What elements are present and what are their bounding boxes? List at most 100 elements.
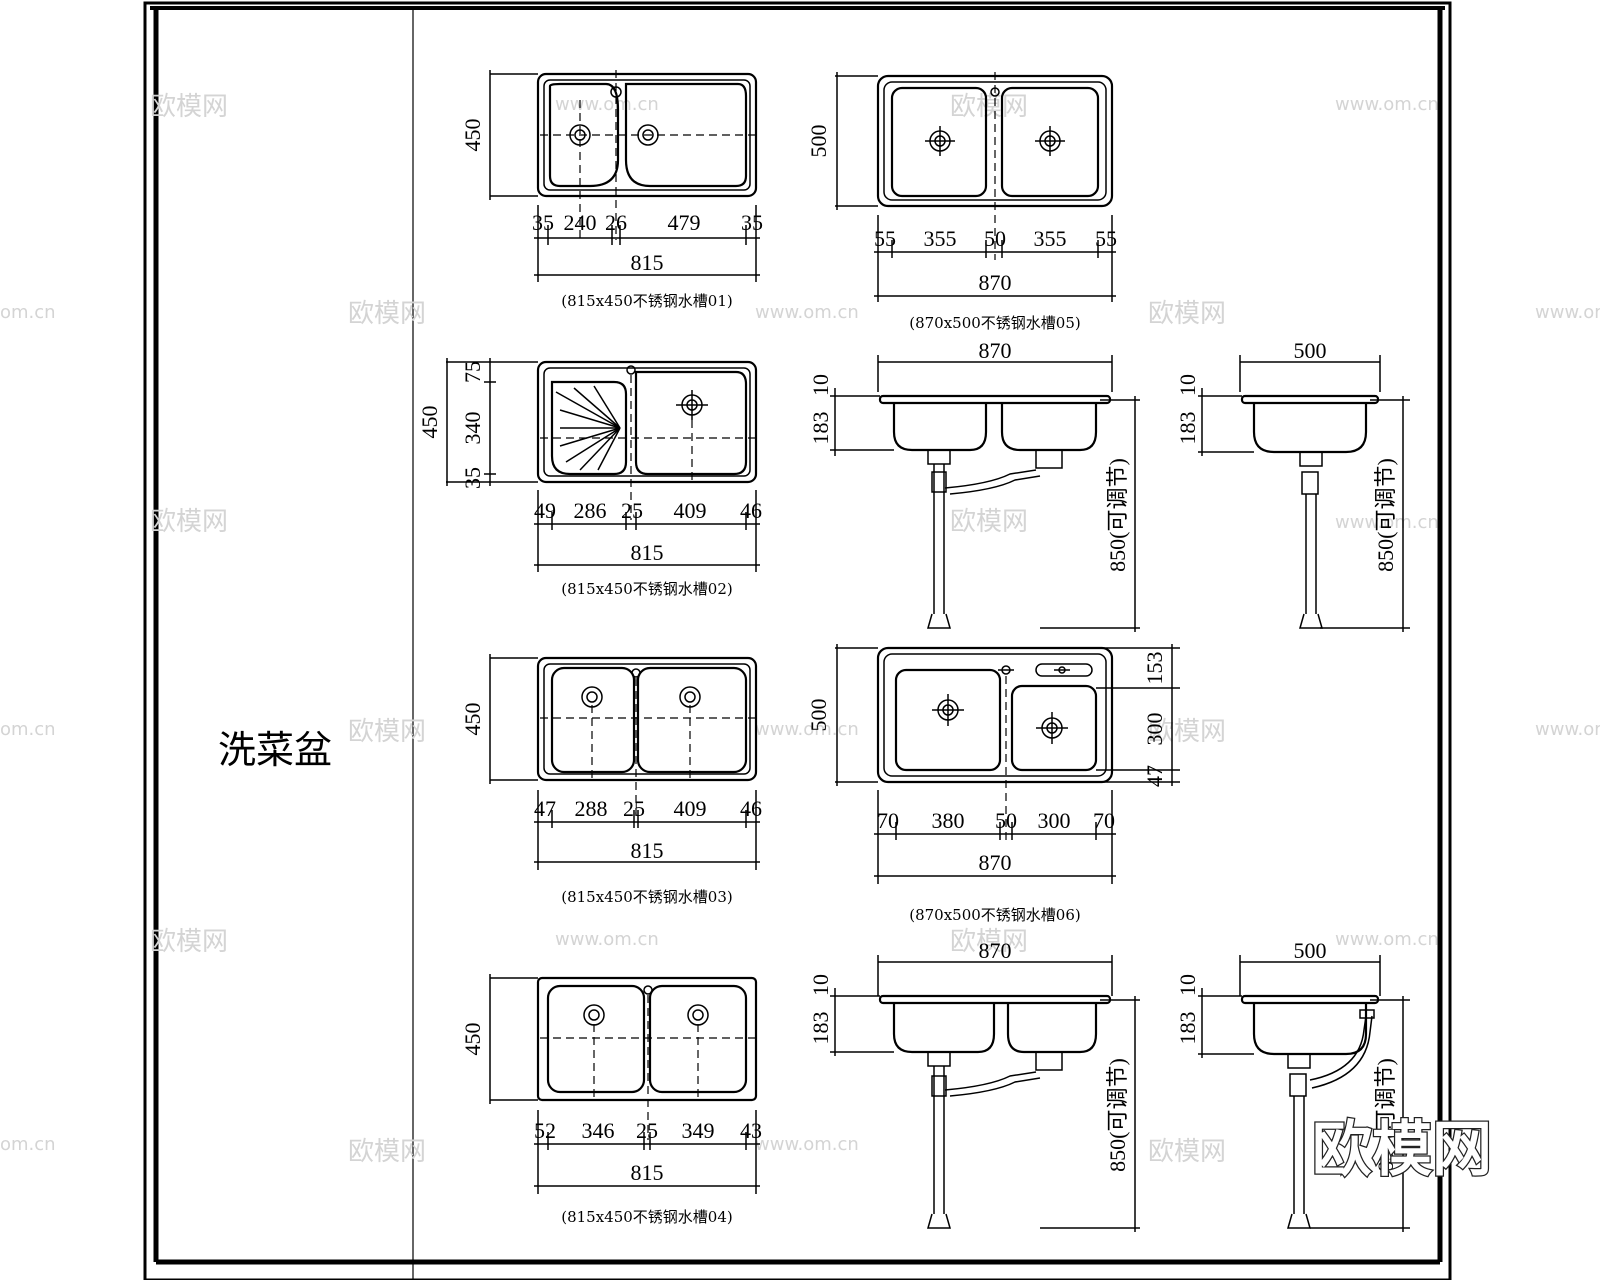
total-width: 815	[631, 540, 664, 565]
watermark-text: 欧模网	[348, 1137, 426, 1167]
side-dim: 300	[1142, 713, 1167, 746]
height-label: 850(可调节)	[1373, 1058, 1398, 1172]
height-label: 850(可调节)	[1105, 458, 1130, 572]
total-width: 815	[631, 250, 664, 275]
total-width: 870	[979, 270, 1012, 295]
watermark-logo: 欧模网	[1312, 1115, 1492, 1185]
elevation-width: 870	[979, 338, 1012, 363]
double-sink-elevation-top: 870 10 183 850(可调节)	[808, 338, 1140, 632]
dim-label: 55	[1095, 226, 1117, 251]
watermark-url: www.om.cn	[1335, 512, 1439, 533]
watermark-text: 欧模网	[150, 507, 228, 537]
side-dim: 75	[460, 361, 485, 383]
dim-label: 286	[574, 498, 607, 523]
watermark-text: 欧模网	[348, 299, 426, 329]
sink-06-plan	[876, 646, 1114, 840]
sink-02-plan	[536, 360, 760, 520]
sink-06-dimensions: 500 153 300 47 70 380 50 300 70 870 (870…	[806, 644, 1180, 924]
watermark-layer: 欧模网 欧模网 欧模网 欧模网 欧模网 欧模网 欧模网 欧模网 欧模网 欧模网 …	[0, 92, 1600, 1167]
elevation-width: 500	[1294, 338, 1327, 363]
rim-dim: 10	[1175, 374, 1200, 396]
side-dim: 35	[460, 467, 485, 489]
dim-label: 300	[1038, 808, 1071, 833]
dim-label: 70	[1093, 808, 1115, 833]
dim-label: 43	[740, 1118, 762, 1143]
watermark-text: 欧模网	[1148, 299, 1226, 329]
watermark-text: 欧模网	[950, 92, 1028, 122]
category-label: 洗菜盆	[218, 728, 332, 772]
height-dim: 500	[806, 125, 831, 158]
side-dim: 47	[1142, 765, 1167, 787]
watermark-text: 欧模网	[150, 92, 228, 122]
sheet-frame	[143, 1, 1452, 1280]
sink-04-dimensions: 450 52 346 25 349 43 815 (815x450不锈钢水槽04…	[460, 974, 762, 1226]
watermark-text: 欧模网	[1148, 717, 1226, 747]
watermark-url: www.om.cn	[555, 929, 659, 950]
dim-label: 409	[674, 796, 707, 821]
elevation-width: 500	[1294, 938, 1327, 963]
sink-03-plan	[536, 656, 760, 820]
sink-04-plan	[536, 976, 760, 1140]
dim-label: 49	[534, 498, 556, 523]
watermark-url: www.om.cn	[755, 1134, 859, 1155]
dim-label: 380	[932, 808, 965, 833]
sink-05-plan	[876, 72, 1114, 260]
sink-caption: (815x450不锈钢水槽02)	[561, 580, 733, 598]
sink-caption: (815x450不锈钢水槽03)	[561, 888, 733, 906]
rim-dim: 10	[808, 974, 833, 996]
watermark-url: www.om.cn	[755, 719, 859, 740]
dim-label: 25	[621, 498, 643, 523]
dim-label: 55	[874, 226, 896, 251]
watermark-url: www.om.cn	[1335, 94, 1439, 115]
watermark-text: 欧模网	[950, 507, 1028, 537]
dim-label: 35	[741, 210, 763, 235]
sink-caption: (815x450不锈钢水槽04)	[561, 1208, 733, 1226]
watermark-text: 欧模网	[1148, 1137, 1226, 1167]
sink-03-dimensions: 450 47 288 25 409 46 815 (815x450不锈钢水槽03…	[460, 654, 762, 906]
dim-label: 25	[623, 796, 645, 821]
sink-caption: (870x500不锈钢水槽06)	[909, 906, 1081, 924]
sink-01-dimensions: 450 35 240 26 479 35 815 (815x450不锈钢水槽01…	[460, 70, 763, 310]
dim-label: 50	[995, 808, 1017, 833]
height-dim: 500	[806, 699, 831, 732]
height-dim: 450	[460, 119, 485, 152]
rim-dim: 10	[1175, 974, 1200, 996]
elevation-width: 870	[979, 938, 1012, 963]
side-dim: 153	[1142, 652, 1167, 685]
dim-label: 35	[532, 210, 554, 235]
depth-dim: 183	[808, 412, 833, 445]
watermark-url: www.om.cn	[1535, 719, 1600, 740]
dim-label: 346	[582, 1118, 615, 1143]
height-dim: 450	[460, 703, 485, 736]
watermark-text: 欧模网	[348, 717, 426, 747]
dim-label: 349	[682, 1118, 715, 1143]
watermark-url: www.om.cn	[1535, 302, 1600, 323]
dim-label: 46	[740, 796, 762, 821]
dim-label: 288	[575, 796, 608, 821]
height-label: 850(可调节)	[1105, 1058, 1130, 1172]
height-label: 850(可调节)	[1373, 458, 1398, 572]
watermark-text: 欧模网	[950, 927, 1028, 957]
total-width: 815	[631, 1160, 664, 1185]
single-sink-elevation-bottom: 500 10 183 850(可调节)	[1175, 938, 1410, 1232]
dim-label: 409	[674, 498, 707, 523]
watermark-url: om.cn	[0, 1134, 56, 1155]
height-dim: 450	[460, 1023, 485, 1056]
sink-caption: (815x450不锈钢水槽01)	[561, 292, 733, 310]
dim-label: 479	[668, 210, 701, 235]
sink-05-dimensions: 500 55 355 50 355 55 870 (870x500不锈钢水槽05…	[806, 72, 1117, 332]
height-dim: 450	[417, 406, 442, 439]
watermark-url: om.cn	[0, 302, 56, 323]
dim-label: 240	[564, 210, 597, 235]
dim-label: 355	[924, 226, 957, 251]
dim-label: 355	[1034, 226, 1067, 251]
dim-label: 70	[877, 808, 899, 833]
sink-02-dimensions: 450 75 340 35 49 286 25 409 46 815 (815x…	[417, 358, 762, 598]
dim-label: 50	[984, 226, 1006, 251]
watermark-url: www.om.cn	[1335, 929, 1439, 950]
watermark-text: 欧模网	[150, 927, 228, 957]
total-width: 870	[979, 850, 1012, 875]
dim-label: 46	[740, 498, 762, 523]
watermark-url: www.om.cn	[555, 94, 659, 115]
rim-dim: 10	[808, 374, 833, 396]
